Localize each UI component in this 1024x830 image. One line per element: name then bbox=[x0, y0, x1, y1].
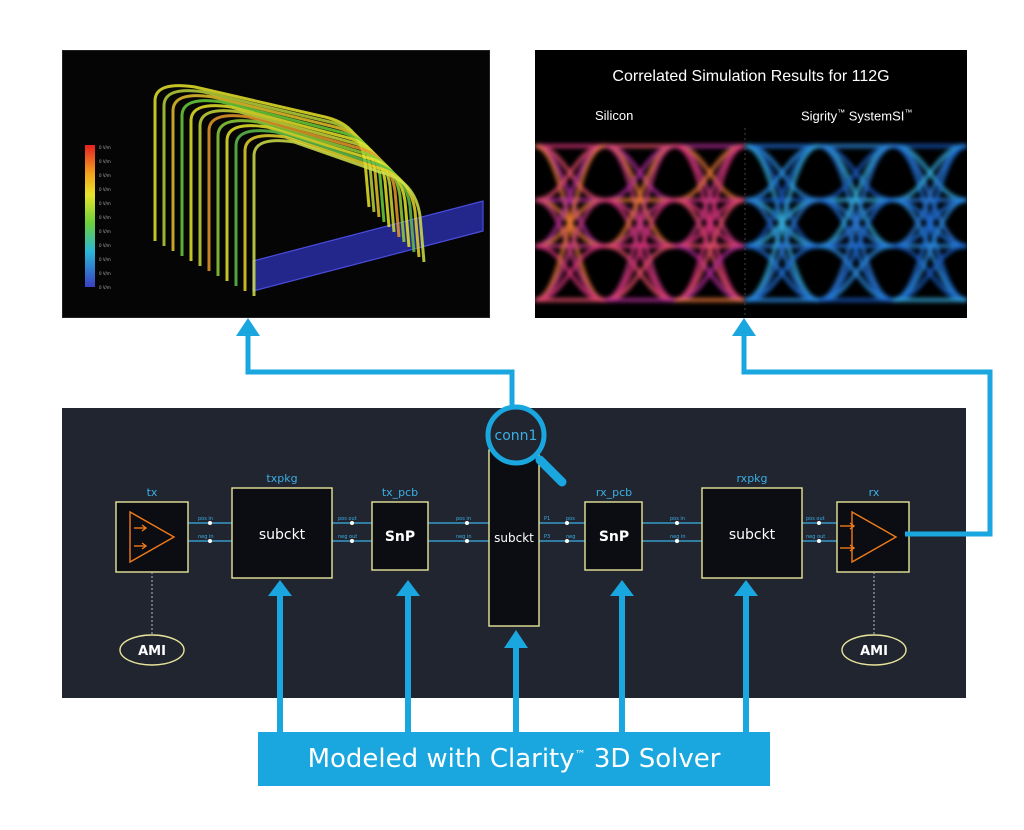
pin-label: P1 bbox=[544, 516, 550, 522]
rx-label: rx bbox=[869, 486, 880, 499]
eye-diagram-panel: Correlated Simulation Results for 112G S… bbox=[535, 50, 967, 318]
systemsi-label: Sigrity™ SystemSI™ bbox=[801, 108, 913, 124]
rxpkg-block[interactable] bbox=[701, 487, 803, 579]
rx-pcb-label: rx_pcb bbox=[596, 486, 632, 499]
legend-label: 0 V/m bbox=[99, 215, 111, 220]
field-plot-panel: 0 V/m 0 V/m 0 V/m 0 V/m 0 V/m 0 V/m 0 V/m 0 V/m… bbox=[62, 50, 490, 318]
rx-pcb-block-text: SnP bbox=[599, 529, 629, 545]
tx-pcb-block[interactable] bbox=[371, 501, 429, 571]
pin-label: P3 bbox=[544, 534, 550, 540]
pin-label: pos in bbox=[198, 516, 213, 522]
eye-diagram-title: Correlated Simulation Results for 112G bbox=[612, 68, 890, 85]
pin-label: neg out bbox=[338, 534, 357, 540]
cable-structure bbox=[153, 84, 484, 296]
pin-label: neg in bbox=[670, 534, 686, 540]
result-arrows bbox=[245, 334, 993, 537]
field-plot-graphic: 0 V/m 0 V/m 0 V/m 0 V/m 0 V/m 0 V/m 0 V/m 0 V/m… bbox=[85, 84, 484, 296]
tx-pcb-label: tx_pcb bbox=[382, 486, 418, 499]
cable-layer bbox=[243, 134, 421, 291]
ami-left-badge[interactable] bbox=[119, 634, 185, 666]
silicon-label: Silicon bbox=[595, 108, 634, 123]
legend-label: 0 V/m bbox=[99, 201, 111, 206]
ami-right-text: AMI bbox=[860, 644, 888, 659]
ami-left-text: AMI bbox=[138, 644, 166, 659]
color-legend-bar bbox=[85, 145, 95, 287]
legend-label: 0 V/m bbox=[99, 159, 111, 164]
pin-label: pos in bbox=[456, 516, 471, 522]
solver-arrows bbox=[268, 580, 758, 734]
conn1-label: conn1 bbox=[495, 428, 538, 444]
rxpkg-label: rxpkg bbox=[736, 472, 767, 485]
cable-layer bbox=[216, 119, 406, 276]
channel-schematic-graphic: pos in neg in pos out neg out pos in neg… bbox=[115, 449, 910, 666]
legend-label: 0 V/m bbox=[99, 229, 111, 234]
legend-label: 0 V/m bbox=[99, 271, 111, 276]
pin-dots bbox=[208, 521, 821, 543]
legend-label: 0 V/m bbox=[99, 145, 111, 150]
conn1-block-text: subckt bbox=[494, 531, 534, 545]
eye-diagram-graphic bbox=[535, 128, 967, 318]
txpkg-label: txpkg bbox=[266, 472, 297, 485]
txpkg-block-text: subckt bbox=[259, 527, 306, 543]
arrow-head-up-right bbox=[732, 318, 756, 336]
tx-block[interactable] bbox=[115, 501, 189, 573]
pin-label: pos out bbox=[806, 516, 825, 522]
arrow-head-up-left bbox=[236, 318, 260, 336]
tx-buffer-icon bbox=[129, 510, 176, 564]
pin-label: neg in bbox=[456, 534, 472, 540]
cable-layer bbox=[225, 124, 411, 281]
cable-layer bbox=[252, 139, 426, 296]
rxpkg-block-text: subckt bbox=[729, 527, 776, 543]
pin-label: neg bbox=[566, 534, 575, 540]
cable-layer bbox=[234, 129, 416, 286]
eye-trace bbox=[744, 244, 820, 302]
pin-label: pos bbox=[566, 516, 575, 522]
conn1-block[interactable] bbox=[488, 449, 540, 627]
pin-label: neg out bbox=[806, 534, 825, 540]
rx-pcb-block[interactable] bbox=[584, 501, 643, 571]
pin-label: pos out bbox=[338, 516, 357, 522]
clarity-solver-banner: Modeled with Clarity™ 3D Solver bbox=[258, 732, 770, 786]
tx-pcb-block-text: SnP bbox=[385, 529, 415, 545]
eye-trace bbox=[818, 244, 894, 302]
legend-label: 0 V/m bbox=[99, 285, 111, 290]
pin-label: neg in bbox=[198, 534, 214, 540]
legend-label: 0 V/m bbox=[99, 173, 111, 178]
rx-buffer-icon bbox=[840, 510, 898, 564]
pin-label: pos in bbox=[670, 516, 685, 522]
legend-label: 0 V/m bbox=[99, 187, 111, 192]
tx-label: tx bbox=[147, 486, 158, 499]
txpkg-block[interactable] bbox=[231, 487, 333, 579]
legend-label: 0 V/m bbox=[99, 243, 111, 248]
legend-label: 0 V/m bbox=[99, 257, 111, 262]
magnifier-icon[interactable]: conn1 bbox=[485, 404, 567, 487]
eye-trace bbox=[892, 244, 967, 302]
ami-right-badge[interactable] bbox=[841, 634, 907, 666]
